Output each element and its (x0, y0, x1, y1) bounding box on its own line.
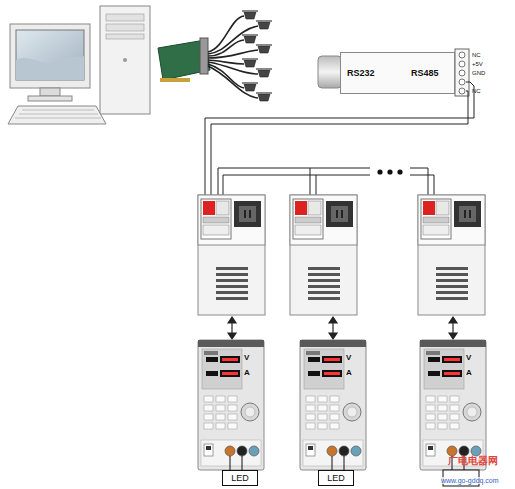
rs485-wiring (205, 82, 474, 205)
box-text: LED (327, 474, 345, 483)
led-wires (230, 456, 464, 470)
serial-card (158, 10, 272, 101)
unit-label: V (466, 354, 471, 362)
supply-rear (290, 195, 357, 315)
box-text: RS485 (411, 69, 439, 78)
unit-label: A (466, 369, 472, 377)
supply-front (300, 340, 366, 470)
supply-front (198, 340, 264, 470)
double-arrows (228, 317, 457, 339)
watermark: www.go-gddq.com (440, 477, 500, 484)
converter-parts (318, 49, 469, 96)
pin-name: GND (472, 70, 485, 76)
led-box: LED (318, 470, 354, 486)
unit-label: A (244, 369, 250, 377)
pin-name: +5V (472, 61, 483, 67)
pin-name: NC (472, 52, 481, 58)
unit-label: A (346, 369, 352, 377)
box-text: LED (231, 474, 249, 483)
supply-rear (198, 195, 265, 315)
pin-name: NC (472, 88, 481, 94)
computer (8, 6, 150, 124)
converter-box: RS232 RS485 (340, 52, 455, 94)
supply-rear (418, 195, 485, 315)
unit-label: V (346, 354, 351, 362)
box-text: RS232 (347, 69, 375, 78)
continuation-dots (377, 169, 402, 174)
watermark: 广电电器网 (448, 456, 498, 466)
supply-front (420, 340, 486, 470)
unit-label: V (244, 354, 249, 362)
led-box: LED (222, 470, 258, 486)
